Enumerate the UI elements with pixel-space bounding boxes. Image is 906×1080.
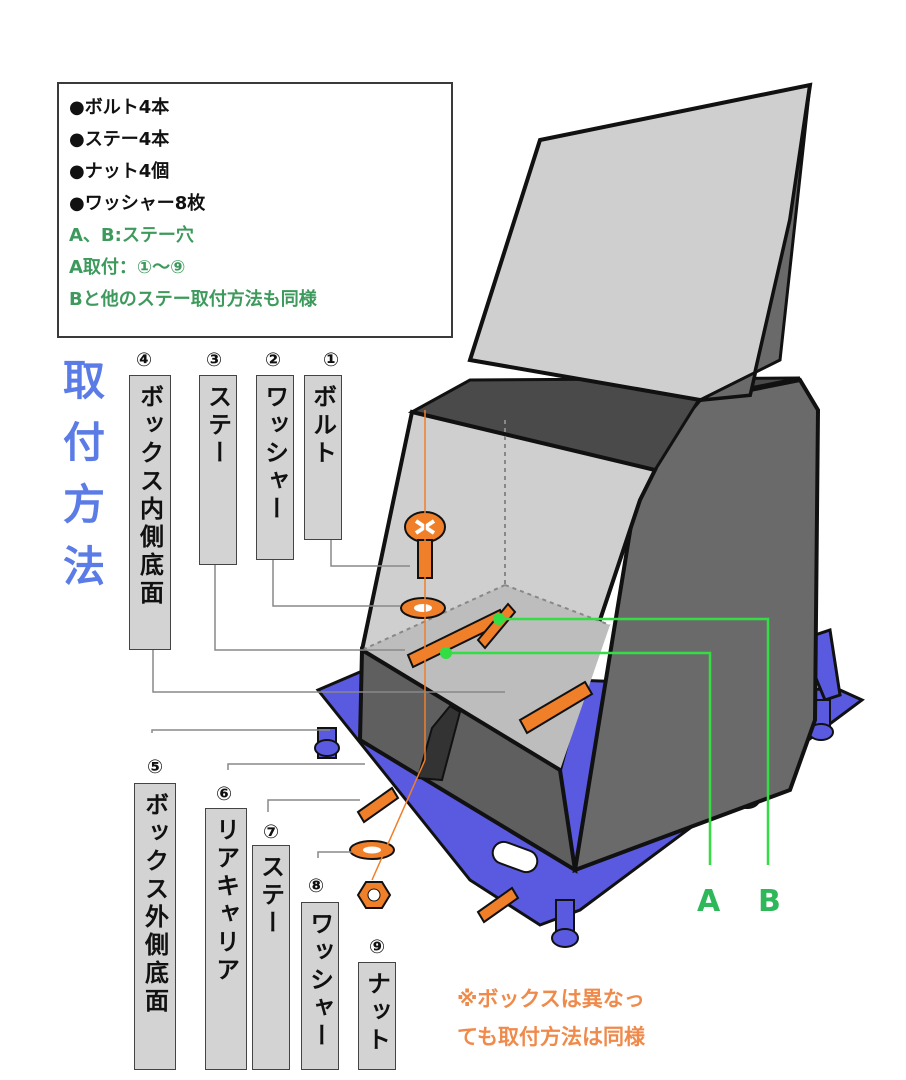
note-line: Bと他のステー取付方法も同様 — [69, 289, 317, 310]
part-label-box-inner-bottom: ボックス内側底面 — [129, 375, 171, 650]
part-label-text: ボルト — [308, 384, 337, 468]
page-title: 取 付 方 法 — [58, 350, 110, 598]
part-label-text: ボックス内側底面 — [135, 384, 164, 608]
part-number: ⑥ — [215, 783, 233, 805]
part-number: ⑤ — [146, 756, 164, 778]
part-number: ⑨ — [368, 936, 386, 958]
part-label-box-outer-bottom: ボックス外側底面 — [134, 783, 176, 1070]
part-label-text: ワッシャー — [305, 911, 334, 1051]
note-line: A、B:ステー穴 — [69, 225, 194, 246]
title-char: 方 — [62, 480, 105, 529]
part-number: ④ — [135, 349, 153, 371]
title-char: 付 — [62, 418, 105, 467]
part-label-washer-lower: ワッシャー — [301, 902, 339, 1070]
hole-a-label: A — [697, 884, 721, 919]
footnote: ※ボックスは異なっ ても取付方法は同様 — [457, 980, 645, 1056]
part-label-text: ワッシャー — [260, 384, 289, 524]
part-label-bolt: ボルト — [304, 375, 342, 540]
part-number: ③ — [205, 349, 223, 371]
title-char: 取 — [62, 356, 105, 405]
footnote-line: ても取付方法は同様 — [457, 1025, 645, 1049]
hardware-graphic — [349, 410, 594, 924]
title-char: 法 — [62, 542, 105, 591]
part-label-text: ステー — [203, 384, 232, 468]
part-label-text: リアキャリア — [211, 817, 240, 985]
footnote-line: ※ボックスは異なっ — [457, 987, 645, 1011]
part-number: ⑦ — [262, 821, 280, 843]
note-line: ●ワッシャー8枚 — [69, 193, 206, 214]
part-number: ① — [322, 349, 340, 371]
part-number: ⑧ — [307, 875, 325, 897]
part-label-text: ボックス外側底面 — [140, 792, 169, 1016]
part-label-text: ステー — [256, 854, 285, 938]
part-label-rear-carrier: リアキャリア — [205, 808, 247, 1070]
box-body-graphic — [357, 82, 821, 874]
hole-b-label: B — [758, 884, 781, 919]
part-label-washer: ワッシャー — [256, 375, 294, 560]
part-number: ② — [264, 349, 282, 371]
note-line: A取付：①〜⑨ — [69, 257, 186, 278]
note-line: ●ステー4本 — [69, 129, 170, 150]
part-label-text: ナット — [362, 971, 391, 1055]
hole-leader-lines — [446, 617, 770, 865]
note-line: ●ナット4個 — [69, 161, 170, 182]
note-line: ●ボルト4本 — [69, 97, 170, 118]
parts-note-box: ●ボルト4本 ●ステー4本 ●ナット4個 ●ワッシャー8枚 A、B:ステー穴 A… — [57, 82, 453, 338]
part-label-nut: ナット — [358, 962, 396, 1070]
part-label-stay-lower: ステー — [252, 845, 290, 1070]
part-leader-lines — [151, 540, 505, 858]
part-label-stay: ステー — [199, 375, 237, 565]
